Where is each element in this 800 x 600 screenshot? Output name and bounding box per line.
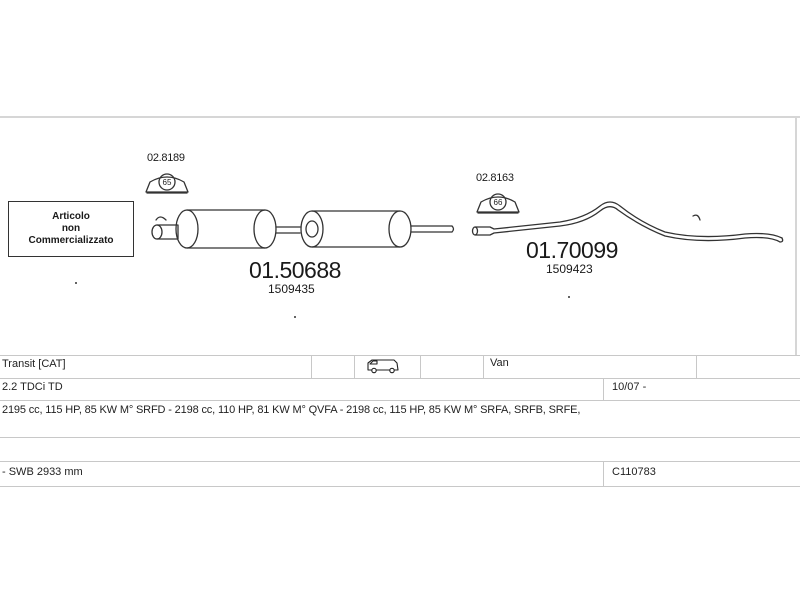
table-rule (0, 486, 800, 487)
table-divider (603, 461, 604, 486)
catalog-code-cell: C110783 (612, 466, 656, 478)
engine-cell: 2.2 TDCi TD (2, 381, 63, 393)
specs-cell: 2195 cc, 115 HP, 85 KW M° SRFD - 2198 cc… (2, 404, 581, 416)
marker-dot (75, 282, 77, 284)
front-muffler (175, 209, 277, 249)
table-rule (0, 437, 800, 438)
table-rule (0, 400, 800, 401)
exhaust-diagram: 65 66 (145, 173, 784, 249)
table-divider (311, 355, 312, 378)
clamp-icon-66 (476, 193, 520, 214)
clamp-icon-65 (145, 173, 189, 194)
table-divider (603, 378, 604, 400)
note-text: Articolo non Commercializzato (28, 211, 114, 246)
van-icon (367, 359, 399, 374)
part-ref-1: 1509435 (268, 282, 315, 296)
not-commercialized-note: Articolo non Commercializzato (8, 201, 134, 257)
part-ref-2: 1509423 (546, 262, 593, 276)
table-rule (0, 461, 800, 462)
clamp-code-2: 02.8163 (476, 172, 514, 184)
table-rule (0, 378, 800, 379)
marker-dot (294, 316, 296, 318)
table-divider (696, 355, 697, 378)
diagram-frame-top (0, 116, 800, 118)
clamp-number-65: 65 (163, 178, 172, 187)
connecting-pipe-1 (275, 226, 301, 234)
part-code-2: 01.70099 (526, 237, 618, 263)
section-1-tail-pipe (410, 225, 455, 233)
part-code-1: 01.50688 (249, 257, 341, 283)
rear-tail-pipe (471, 201, 784, 243)
middle-muffler (300, 210, 412, 248)
model-cell: Transit [CAT] (2, 358, 66, 370)
table-divider (420, 355, 421, 378)
body-type-cell: Van (490, 357, 509, 369)
table-rule (0, 355, 800, 356)
wheelbase-cell: - SWB 2933 mm (2, 466, 83, 478)
marker-dot (568, 296, 570, 298)
table-divider (483, 355, 484, 378)
clamp-code-1: 02.8189 (147, 152, 185, 164)
clamp-number-66: 66 (494, 198, 503, 207)
front-pipe-flange (151, 216, 179, 240)
diagram-frame-right (795, 116, 797, 356)
date-cell: 10/07 - (612, 381, 647, 393)
table-divider (354, 355, 355, 378)
